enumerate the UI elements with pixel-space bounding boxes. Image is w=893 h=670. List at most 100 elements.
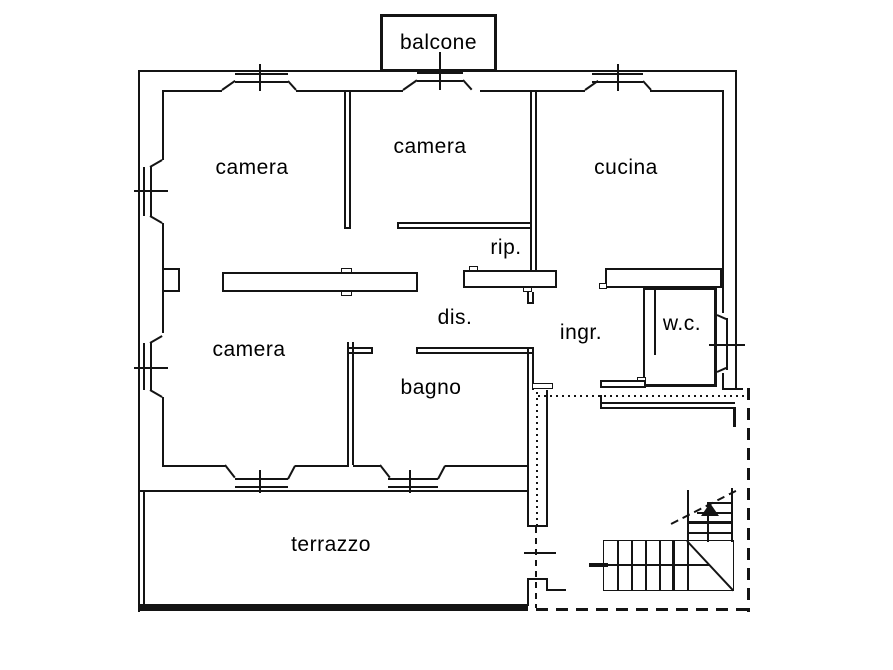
room-label-ingr: ingr. (559, 321, 603, 344)
wall-bagno-left1 (347, 342, 349, 465)
balcony-outline: balcone (380, 14, 497, 72)
wall-bagno-top2 (416, 352, 532, 354)
window-bagno-south-flare-left (379, 464, 391, 479)
window-sw-south-tick (259, 470, 261, 493)
wall-bagno-top-cap (416, 347, 418, 354)
wall-dis-stub1 (527, 292, 529, 303)
wall-wc-left-inner (654, 290, 656, 355)
wall-camera-n-bottom1 (397, 222, 532, 224)
wall-top-inner-seg1 (162, 90, 222, 92)
wall-left-inner-seg1 (162, 90, 164, 160)
wall-cucina-south-foot (599, 283, 607, 289)
wall-stair-top-right-leg (733, 407, 736, 427)
wall-right-foot (722, 388, 743, 390)
terrazzo-step-v1 (527, 578, 529, 606)
balcony-door-flare-left (402, 79, 418, 91)
wall-south-inner-seg4 (445, 465, 527, 467)
stair-entry-tick (589, 563, 608, 567)
wall-cucina-divider1 (530, 92, 532, 272)
wall-right-outer (735, 70, 737, 390)
window-sw-south-glass1 (235, 478, 288, 480)
room-label-terrazzo: terrazzo (291, 533, 371, 556)
wall-right-inner-seg1 (722, 90, 724, 313)
wall-camera-divider-n1 (344, 92, 346, 228)
wall-south-inner-seg2 (295, 465, 349, 467)
wall-left-outer (138, 70, 140, 612)
wall-right-inner-seg2 (722, 373, 724, 390)
window-nw-top-tick (259, 64, 261, 91)
terrazzo-step-h2 (546, 589, 566, 591)
wall-rip-notch-bottom (523, 287, 532, 292)
wall-mid-long-notch-top (341, 268, 352, 273)
dashed-area-left-border (535, 527, 537, 608)
wall-terrazzo-east-centerline (536, 392, 538, 525)
wall-terrazzo-east-cap (527, 525, 548, 527)
window-wc-flare-top (716, 314, 727, 320)
window-left-upper-tick (134, 190, 168, 192)
wall-top-inner-seg3 (480, 90, 585, 92)
room-label-camera-n: camera (393, 135, 467, 158)
window-bagno-south-glass2 (388, 486, 438, 488)
dashed-area-right-border (747, 388, 750, 612)
window-left-lower-glass1 (143, 343, 145, 390)
window-sw-south-glass2 (235, 486, 288, 488)
room-label-camera-nw: camera (215, 156, 289, 179)
window-nw-top-glass1 (235, 73, 288, 75)
window-nw-top-flare-left (221, 80, 236, 91)
balcony-door-flare-right (462, 79, 473, 91)
window-left-lower-flare-top (149, 335, 163, 344)
balcony-door-glass1 (417, 72, 463, 74)
wall-wc-left-outer (643, 287, 645, 387)
window-cucina-top-flare-right (642, 80, 652, 91)
wall-camera-divider-cap (344, 227, 351, 229)
wall-bagno-hook-top1 (347, 347, 373, 349)
wall-south-outer (138, 490, 528, 492)
wall-rip-south (463, 270, 557, 288)
wall-ingr-south-notch (637, 377, 646, 381)
wall-dis-stub-cap (527, 302, 534, 304)
wall-wc-right (714, 287, 717, 387)
window-bagno-south-flare-right (437, 465, 446, 480)
balcony-door-glass2 (417, 80, 463, 82)
terrazzo-step-v2 (546, 578, 548, 591)
window-sw-south-flare-left (224, 464, 236, 479)
wall-cucina-divider2 (535, 92, 537, 272)
window-bagno-south-glass1 (388, 478, 438, 480)
stair-upper-tread1 (707, 502, 733, 504)
window-left-upper-flare-top (149, 159, 163, 168)
room-label-bagno: bagno (400, 376, 462, 399)
room-label-balcone: balcone (399, 31, 478, 54)
window-left-lower-flare-bottom (149, 389, 163, 398)
wall-camera-n-bottom2 (397, 227, 532, 229)
stair-direction-arrow-icon (701, 503, 719, 516)
wall-left-stub (162, 268, 180, 292)
wall-stair-top-left-cap (600, 395, 602, 408)
terrazzo-step-h1 (527, 578, 548, 580)
wall-bagno-hook-east (532, 383, 553, 389)
wall-ingr-south (600, 380, 646, 388)
window-left-lower-glass2 (150, 343, 152, 390)
wall-rip-notch-top (469, 266, 478, 271)
wall-dis-stub2 (532, 292, 534, 303)
wall-terrazzo-east2 (546, 390, 548, 527)
wall-top-inner-seg4 (650, 90, 722, 92)
wall-bagno-left2 (352, 342, 354, 465)
window-left-lower-tick (134, 367, 168, 369)
window-wc-tick (709, 344, 745, 346)
window-left-upper-flare-bottom (149, 215, 163, 224)
dashed-area-bottom-border (536, 608, 750, 611)
wall-left-inner-seg3 (162, 397, 164, 467)
window-nw-top-glass2 (235, 81, 288, 83)
window-bagno-south-tick (409, 470, 411, 493)
stair-mid-line (603, 564, 709, 566)
wall-top-inner-seg2 (296, 90, 403, 92)
wall-mid-long-notch-bottom (341, 291, 352, 296)
wall-camera-divider-n2 (349, 92, 351, 228)
wall-south-inner-seg3 (353, 465, 380, 467)
wall-cucina-south (605, 268, 722, 288)
wall-bagno-top1 (416, 347, 532, 349)
wall-stair-top2 (600, 407, 735, 409)
wall-bagno-right1 (527, 347, 529, 390)
wall-terrazzo-left-inner (143, 490, 145, 605)
window-nw-top-flare-right (287, 80, 297, 91)
